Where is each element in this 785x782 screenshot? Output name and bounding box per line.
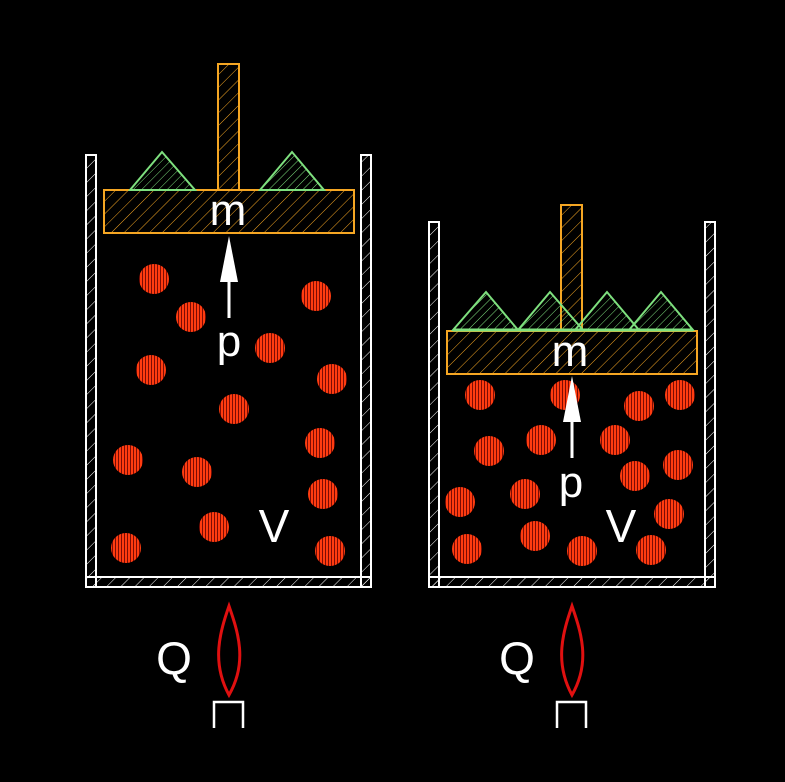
flame-before (217, 601, 242, 699)
gas-molecule (636, 535, 666, 565)
gas-molecule (465, 380, 495, 410)
burner-before (212, 700, 245, 728)
mass-label-before: m (210, 186, 247, 235)
container-after (428, 221, 716, 588)
molecules-before (111, 264, 347, 566)
gas-molecule (474, 436, 504, 466)
weight (257, 150, 327, 191)
gas-molecule (113, 445, 143, 475)
gas-molecule (665, 380, 695, 410)
gas-molecule (624, 391, 654, 421)
weights-before (127, 150, 327, 191)
gas-molecule (111, 533, 141, 563)
molecules-after (445, 380, 695, 566)
gas-molecule (136, 355, 166, 385)
gas-molecule (139, 264, 169, 294)
gas-molecule (445, 487, 475, 517)
volume-label-after: V (606, 500, 637, 552)
piston-rod-before (217, 63, 240, 191)
gas-molecule (255, 333, 285, 363)
cylinder-before: m p V Q (85, 63, 372, 728)
gas-molecule (219, 394, 249, 424)
mass-label-after: m (552, 327, 589, 376)
pressure-arrow-head-after (563, 376, 581, 422)
flame-after (560, 601, 585, 699)
weight (450, 290, 521, 331)
weight (127, 150, 198, 191)
cylinder-after: m p V Q (428, 204, 716, 728)
gas-molecule (520, 521, 550, 551)
burner-after (555, 700, 588, 728)
gas-molecule (308, 479, 338, 509)
weight (626, 290, 696, 331)
weight (572, 290, 642, 331)
gas-molecule (620, 461, 650, 491)
heat-label-after: Q (499, 632, 535, 684)
gas-molecule (654, 499, 684, 529)
gas-molecule (600, 425, 630, 455)
gas-molecule (663, 450, 693, 480)
gas-molecule (510, 479, 540, 509)
gas-molecule (301, 281, 331, 311)
pressure-label-after: p (559, 458, 583, 507)
gas-molecule (315, 536, 345, 566)
volume-label-before: V (259, 500, 290, 552)
gas-molecule (176, 302, 206, 332)
right-wall-before (360, 154, 372, 588)
heat-label-before: Q (156, 632, 192, 684)
weights-after (450, 290, 696, 332)
gas-molecule (452, 534, 482, 564)
gas-molecule (182, 457, 212, 487)
container-before (85, 154, 372, 588)
gas-molecule (305, 428, 335, 458)
left-wall-after (428, 221, 440, 588)
gas-molecule (317, 364, 347, 394)
pressure-label-before: p (217, 317, 241, 366)
gas-molecule (526, 425, 556, 455)
right-wall-after (704, 221, 716, 588)
pressure-arrow-head-before (220, 236, 238, 282)
gas-molecule (199, 512, 229, 542)
piston-plate-before (103, 189, 355, 234)
left-wall-before (85, 154, 97, 588)
floor-before (85, 576, 372, 588)
gas-molecule (567, 536, 597, 566)
floor-after (428, 576, 716, 588)
